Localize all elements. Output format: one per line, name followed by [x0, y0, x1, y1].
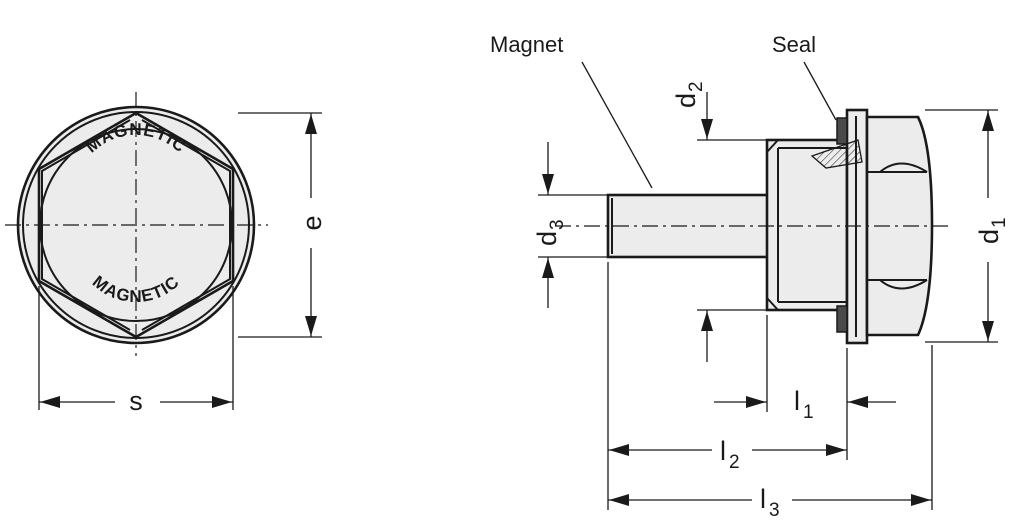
dim-e-arrow-bottom — [305, 316, 317, 336]
dim-l1-arrow-right — [848, 396, 868, 408]
dim-d3-arrow-bottom — [542, 258, 554, 278]
front-view: MAGNETIC MAGNETIC e s — [5, 92, 327, 416]
dim-l3-arrow-right — [911, 494, 931, 506]
dim-d2-arrow-bottom — [701, 311, 713, 331]
seal-bottom — [836, 305, 848, 333]
hex-arc-bottom — [879, 279, 928, 290]
svg-text:3: 3 — [769, 500, 780, 521]
dim-e-label: e — [297, 215, 327, 230]
svg-text:3: 3 — [547, 219, 568, 230]
section-hatch — [810, 139, 863, 169]
dim-l2-label: l 2 — [720, 436, 740, 473]
dim-l3-label: l 3 — [760, 484, 780, 521]
svg-text:1: 1 — [803, 402, 814, 423]
dim-s-label: s — [129, 386, 143, 416]
svg-text:d: d — [974, 229, 1004, 244]
dim-e-arrow-top — [305, 114, 317, 134]
callout-magnet: Magnet — [490, 32, 563, 57]
thread-chamfer-bottom — [766, 297, 779, 311]
dim-l1-label: l 1 — [794, 386, 814, 423]
dim-d2-label: d 2 — [671, 81, 707, 108]
dim-d3-label: d 3 — [532, 219, 568, 246]
dim-d1-arrow-top — [982, 111, 994, 131]
svg-text:1: 1 — [989, 217, 1010, 228]
side-view: Magnet Seal d 1 d 2 — [490, 32, 1010, 521]
svg-text:l: l — [760, 484, 766, 514]
thread-chamfer-top — [766, 139, 779, 153]
dim-l2-arrow-left — [609, 444, 629, 456]
dim-l2-arrow-right — [826, 444, 846, 456]
svg-text:d: d — [671, 93, 701, 108]
hex-arc-top — [879, 162, 928, 173]
dim-l3-arrow-left — [609, 494, 629, 506]
svg-text:2: 2 — [686, 81, 707, 92]
dim-d1-label: d 1 — [974, 217, 1010, 244]
svg-text:l: l — [794, 386, 800, 416]
callout-seal: Seal — [772, 32, 816, 57]
dim-s-arrow-right — [212, 396, 232, 408]
dim-d2-arrow-top — [701, 119, 713, 139]
dim-d3-arrow-top — [542, 174, 554, 194]
svg-text:l: l — [720, 436, 726, 466]
dim-d1-arrow-bottom — [982, 321, 994, 341]
magnet-pin — [606, 193, 772, 259]
svg-text:2: 2 — [729, 452, 740, 473]
leader-seal — [803, 61, 837, 121]
seal-top — [836, 117, 848, 145]
dim-l1-arrow-left — [746, 396, 766, 408]
dim-s-arrow-left — [40, 396, 60, 408]
leader-magnet — [581, 61, 653, 189]
svg-text:d: d — [532, 231, 562, 246]
